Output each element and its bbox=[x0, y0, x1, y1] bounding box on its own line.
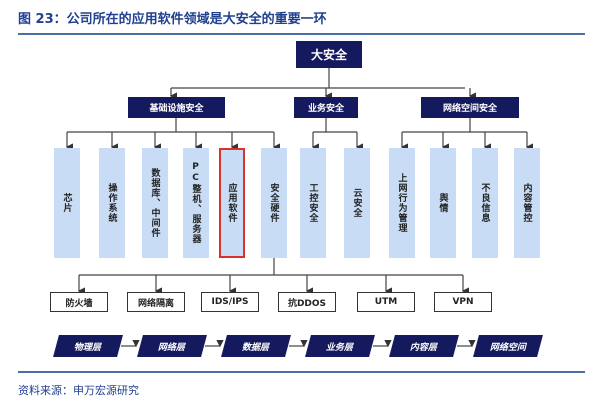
leaf-node: 芯片 bbox=[54, 148, 80, 258]
leaf-node: 安全硬件 bbox=[261, 148, 287, 258]
layer-label: 网络层 bbox=[158, 342, 186, 353]
device-node: UTM bbox=[357, 292, 415, 312]
leaf-node: 数据库、中间件 bbox=[142, 148, 168, 258]
layer-label: 网络空间 bbox=[489, 342, 526, 353]
layer-node: 物理层 bbox=[53, 335, 123, 357]
leaf-node: 内容管控 bbox=[514, 148, 540, 258]
leaf-node: 工控安全 bbox=[300, 148, 326, 258]
device-node: 网络隔离 bbox=[127, 292, 185, 312]
layer-node: 网络层 bbox=[137, 335, 207, 357]
leaf-node: 应用软件 bbox=[219, 148, 245, 258]
leaf-node: 不良信息 bbox=[472, 148, 498, 258]
layer-label: 内容层 bbox=[410, 342, 438, 353]
layer-label: 业务层 bbox=[326, 342, 354, 353]
layer-label: 物理层 bbox=[74, 342, 102, 353]
device-node: VPN bbox=[434, 292, 492, 312]
layer-node: 网络空间 bbox=[473, 335, 543, 357]
leaf-node: 舆情 bbox=[430, 148, 456, 258]
layer-label: 数据层 bbox=[242, 342, 270, 353]
category-infrastructure: 基础设施安全 bbox=[128, 97, 225, 118]
title-divider bbox=[18, 33, 585, 35]
leaf-node: PC整机、服务器 bbox=[183, 148, 209, 258]
category-business: 业务安全 bbox=[294, 97, 358, 118]
device-node: IDS/IPS bbox=[201, 292, 259, 312]
figure-title: 图 23：公司所在的应用软件领域是大安全的重要一环 bbox=[18, 12, 327, 27]
category-cyberspace: 网络空间安全 bbox=[421, 97, 519, 118]
device-node: 抗DDOS bbox=[278, 292, 336, 312]
layer-node: 业务层 bbox=[305, 335, 375, 357]
layer-node: 内容层 bbox=[389, 335, 459, 357]
footer-divider bbox=[18, 371, 585, 373]
leaf-node: 操作系统 bbox=[99, 148, 125, 258]
leaf-node: 上网行为管理 bbox=[389, 148, 415, 258]
source-note: 资料来源：申万宏源研究 bbox=[18, 384, 139, 397]
device-node: 防火墙 bbox=[50, 292, 108, 312]
leaf-node: 云安全 bbox=[344, 148, 370, 258]
layer-node: 数据层 bbox=[221, 335, 291, 357]
root-node: 大安全 bbox=[296, 41, 362, 68]
